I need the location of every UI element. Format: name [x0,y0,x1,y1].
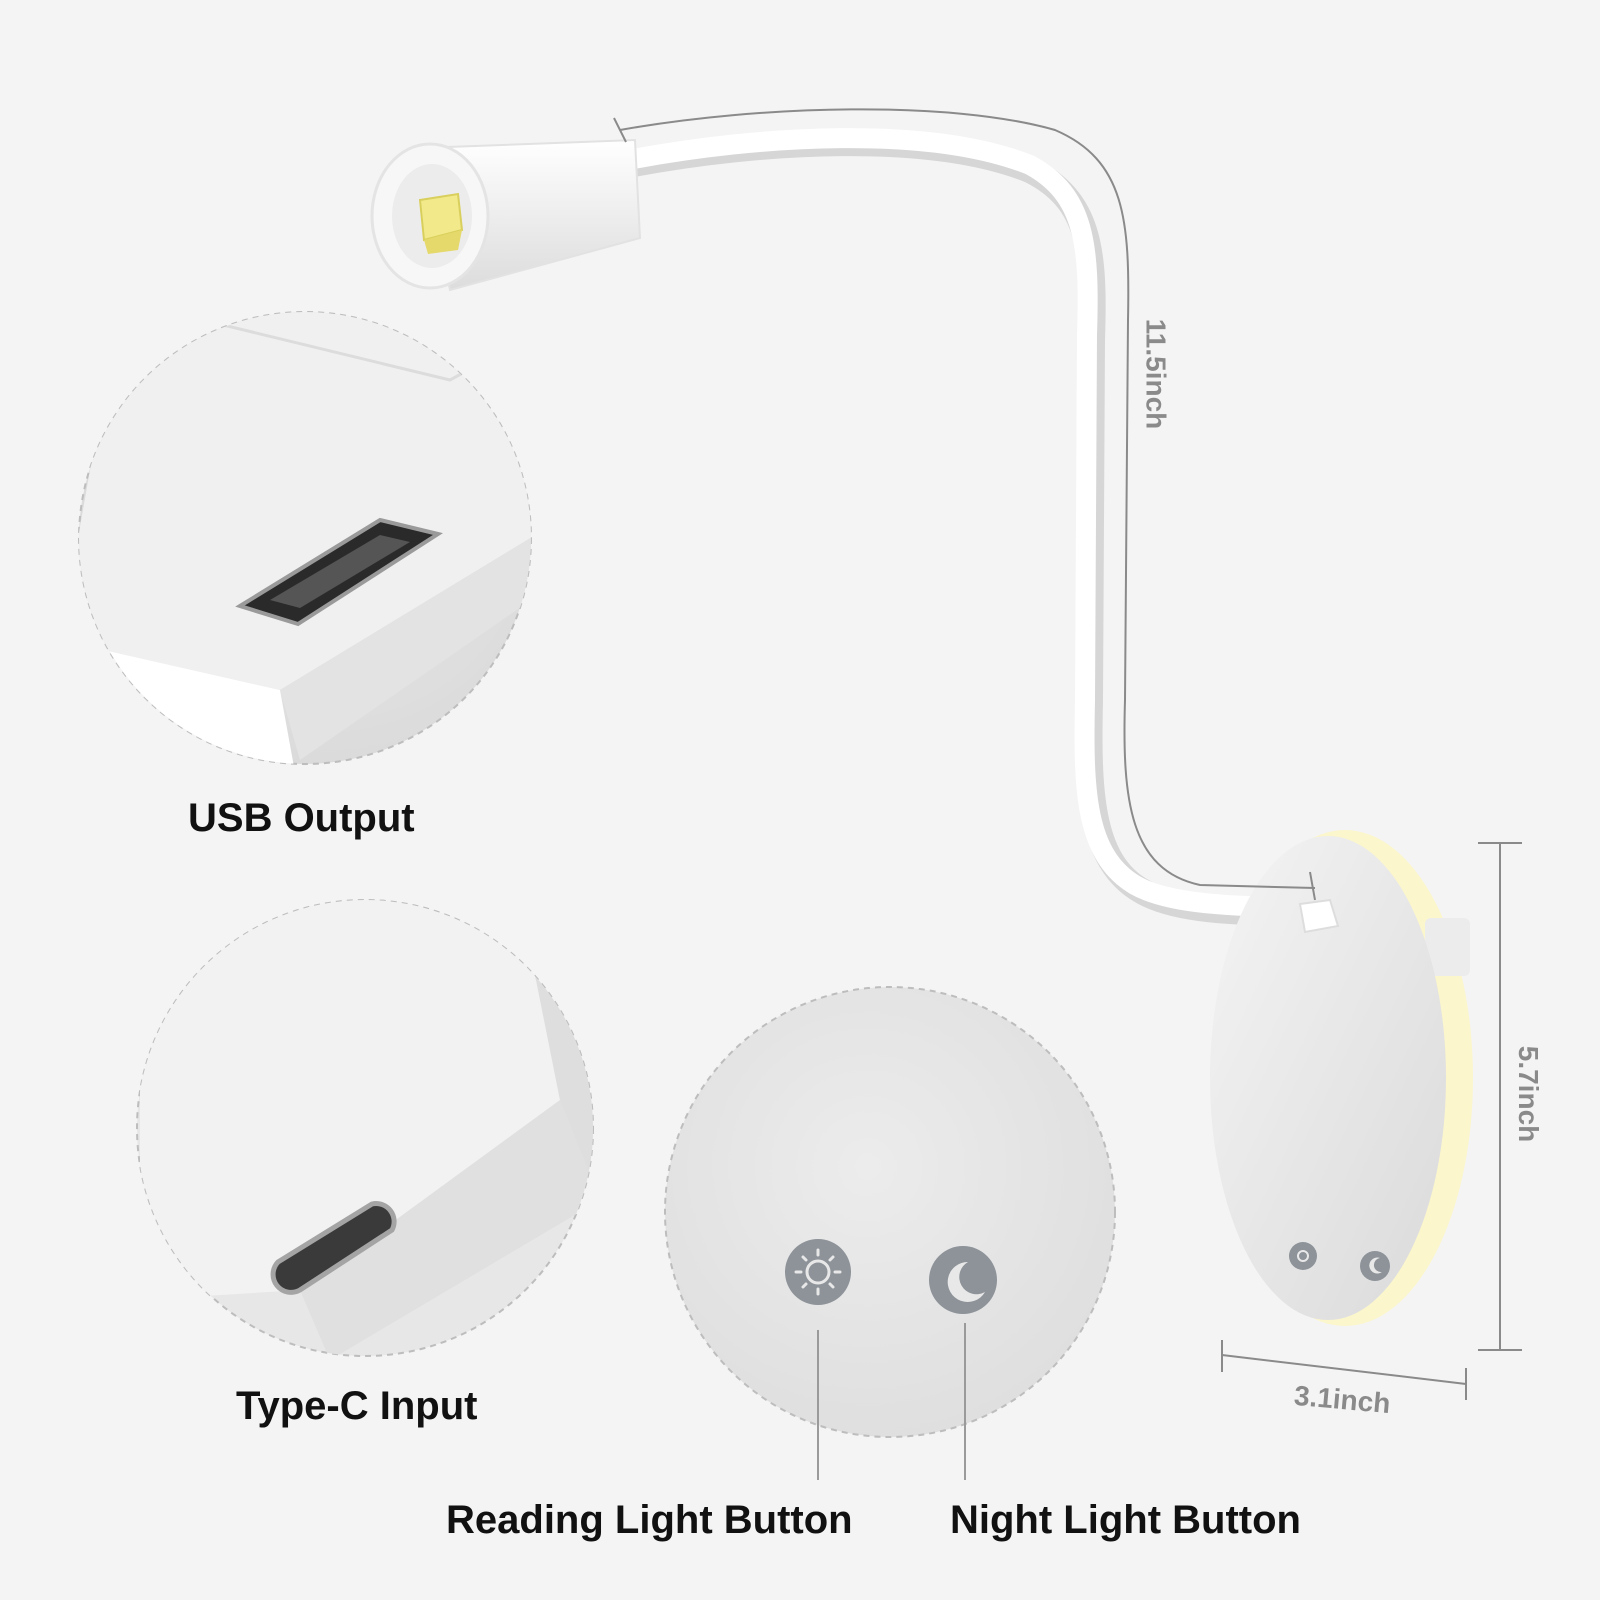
moon-icon[interactable] [929,1246,997,1314]
dimension-arm-line [613,108,1316,901]
height-label: 5.7inch [1513,1045,1545,1143]
night-light-button-label: Night Light Button [950,1498,1301,1542]
gooseneck-lamp [370,128,1473,1326]
usb-output-closeup [78,311,532,765]
arm-length-label: 11.5inch [1140,318,1172,430]
wall-plate [1210,830,1473,1326]
plate-night-button[interactable] [1360,1251,1390,1281]
type-c-port [270,1201,397,1295]
dimension-width-line [1221,1340,1467,1400]
gooseneck-arm [618,128,1340,918]
type-c-input-label: Type-C Input [236,1384,478,1428]
reading-light-button-label: Reading Light Button [446,1498,853,1542]
sun-icon[interactable] [785,1239,851,1305]
buttons-closeup [664,986,1116,1480]
usb-output-label: USB Output [188,796,415,840]
type-c-input-closeup [136,899,594,1357]
gooseneck-arm-shadow [615,130,1343,927]
lamp-head [370,138,642,292]
dimension-height-line [1478,842,1522,1351]
plate-reading-button[interactable] [1289,1242,1317,1270]
